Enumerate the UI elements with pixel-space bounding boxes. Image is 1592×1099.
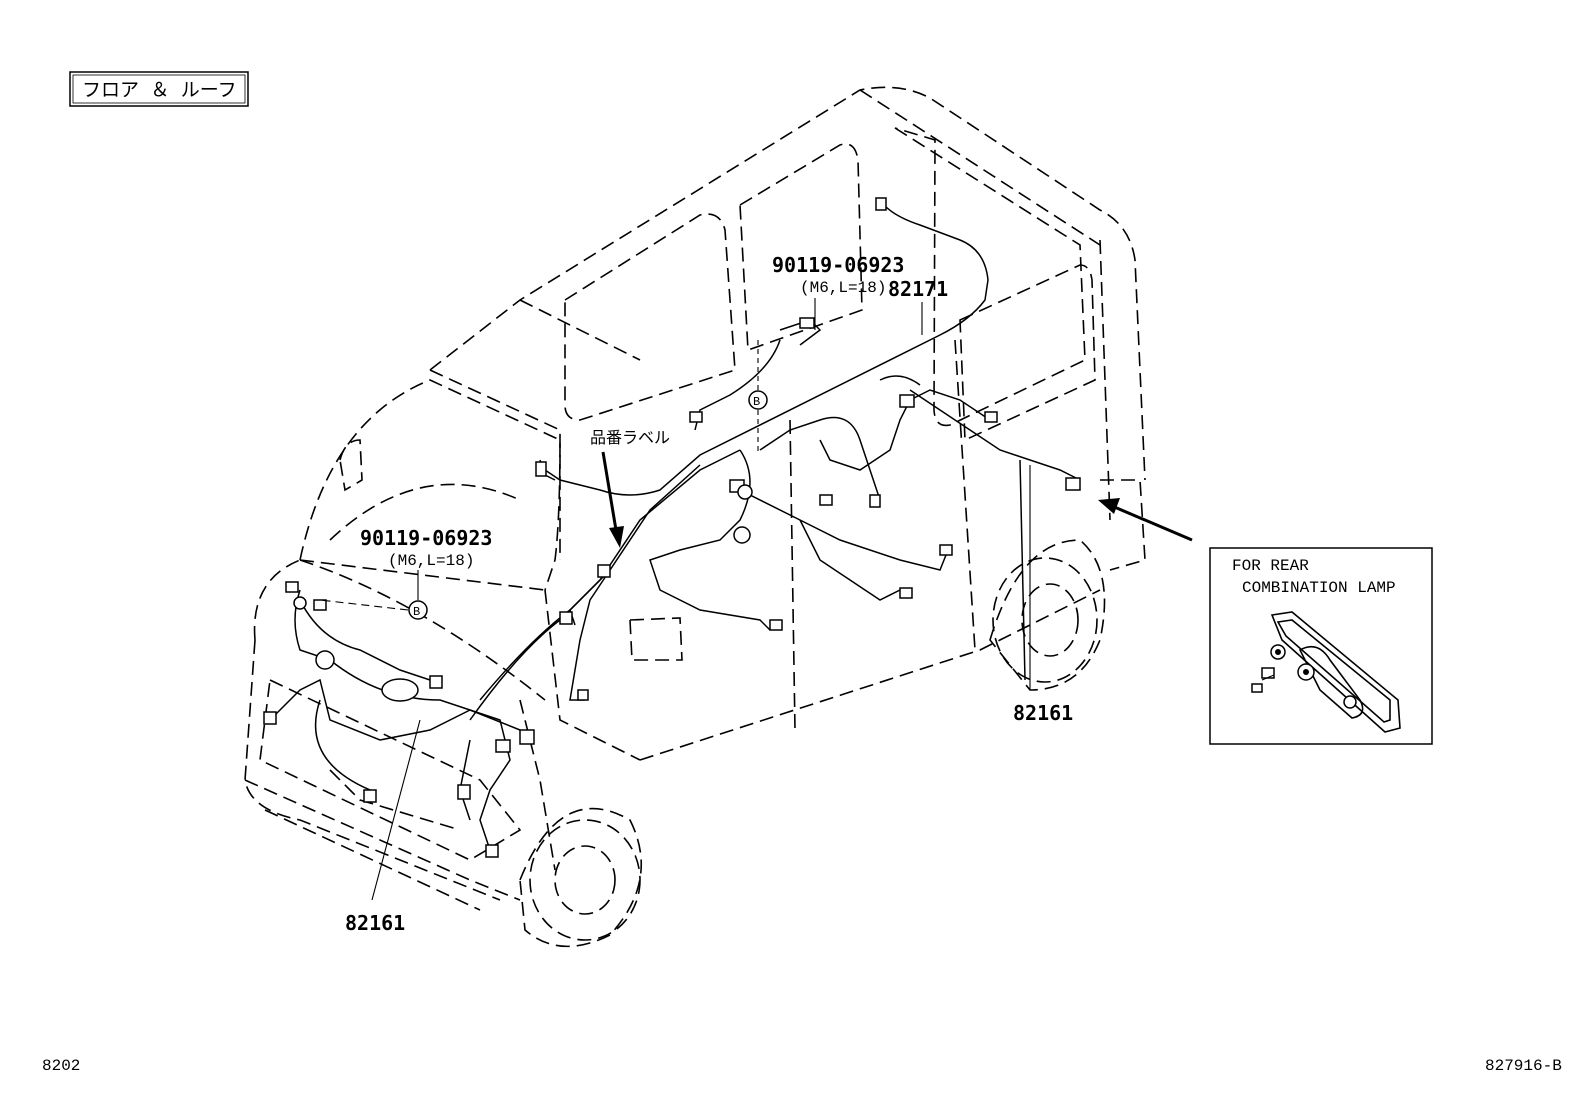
grommet-icon bbox=[737, 484, 753, 500]
footer-left-code: 8202 bbox=[42, 1057, 80, 1075]
connector-icon bbox=[597, 564, 611, 578]
connector-icon bbox=[535, 461, 547, 477]
connector-icon bbox=[875, 197, 887, 211]
bolt-front-spec: (M6,L=18) bbox=[388, 552, 474, 570]
connector-icon bbox=[1261, 667, 1275, 679]
connector-icon bbox=[769, 619, 783, 631]
connector-icon bbox=[1065, 477, 1081, 491]
connector-icon bbox=[819, 494, 833, 506]
grommet-icon bbox=[293, 596, 307, 610]
connector-icon bbox=[1251, 683, 1263, 693]
arrow-icon bbox=[609, 526, 624, 548]
callout-bolt-upper: 90119-06923 (M6,L=18) B bbox=[748, 253, 904, 455]
roof-harness-part-no: 82171 bbox=[888, 277, 948, 301]
footer-right-code: 827916-B bbox=[1485, 1057, 1562, 1075]
connector-icon bbox=[869, 494, 881, 508]
connector-icon bbox=[984, 411, 998, 423]
connector-icon bbox=[495, 739, 511, 753]
connector-icon bbox=[285, 581, 299, 593]
inset-title-line2: COMBINATION LAMP bbox=[1242, 579, 1396, 597]
callout-82161-front: 82161 bbox=[345, 719, 421, 935]
vehicle-outline bbox=[244, 86, 1146, 948]
bolt-upper-marker: B bbox=[753, 395, 760, 409]
connector-icon bbox=[899, 394, 915, 408]
label-note-text: 品番ラベル bbox=[590, 429, 670, 448]
connector-icon bbox=[485, 844, 499, 858]
callout-label-note: 品番ラベル bbox=[590, 429, 670, 548]
bolt-front-marker: B bbox=[413, 605, 420, 619]
inset-rear-combination-lamp: FOR REAR COMBINATION LAMP bbox=[1209, 547, 1433, 745]
rear-lamp-icon bbox=[1251, 611, 1401, 733]
connector-icon bbox=[363, 789, 377, 803]
connector-icon bbox=[313, 599, 327, 611]
bolt-upper-part-no: 90119-06923 bbox=[772, 253, 904, 277]
callout-82171: 82171 bbox=[888, 277, 948, 335]
circle-b-marker-icon bbox=[408, 600, 428, 620]
emblem-icon bbox=[381, 678, 419, 702]
connector-icon bbox=[457, 784, 471, 800]
section-title: フロア ＆ ルーフ bbox=[82, 80, 237, 102]
grommet-icon bbox=[733, 526, 751, 544]
connector-icon bbox=[799, 317, 815, 329]
connector-icon bbox=[519, 729, 535, 745]
floor-harness-rear-part-no: 82161 bbox=[1013, 701, 1073, 725]
roof-harness-82171 bbox=[539, 199, 989, 496]
connector-icon bbox=[559, 611, 573, 625]
arrow-icon bbox=[1098, 498, 1120, 514]
inset-pointer bbox=[1098, 498, 1193, 542]
callout-bolt-front: 90119-06923 (M6,L=18) B bbox=[319, 526, 492, 620]
connector-icon bbox=[939, 544, 953, 556]
floor-harness-front-part-no: 82161 bbox=[345, 911, 405, 935]
connector-icon bbox=[263, 711, 277, 725]
grommet-icon bbox=[315, 650, 335, 670]
floor-harness-front bbox=[269, 449, 741, 851]
connector-icon bbox=[689, 411, 703, 423]
callout-82161-rear: 82161 bbox=[1013, 465, 1073, 725]
circle-b-marker-icon bbox=[748, 390, 768, 410]
floor-harness-rear bbox=[649, 375, 1081, 681]
bolt-upper-spec: (M6,L=18) bbox=[800, 279, 886, 297]
bolt-front-part-no: 90119-06923 bbox=[360, 526, 492, 550]
inset-title-line1: FOR REAR bbox=[1232, 557, 1309, 575]
connector-icon bbox=[429, 675, 443, 689]
connector-icon bbox=[577, 689, 589, 701]
section-title-box: フロア ＆ ルーフ bbox=[69, 71, 249, 107]
connectors bbox=[263, 197, 1081, 858]
connector-icon bbox=[899, 587, 913, 599]
